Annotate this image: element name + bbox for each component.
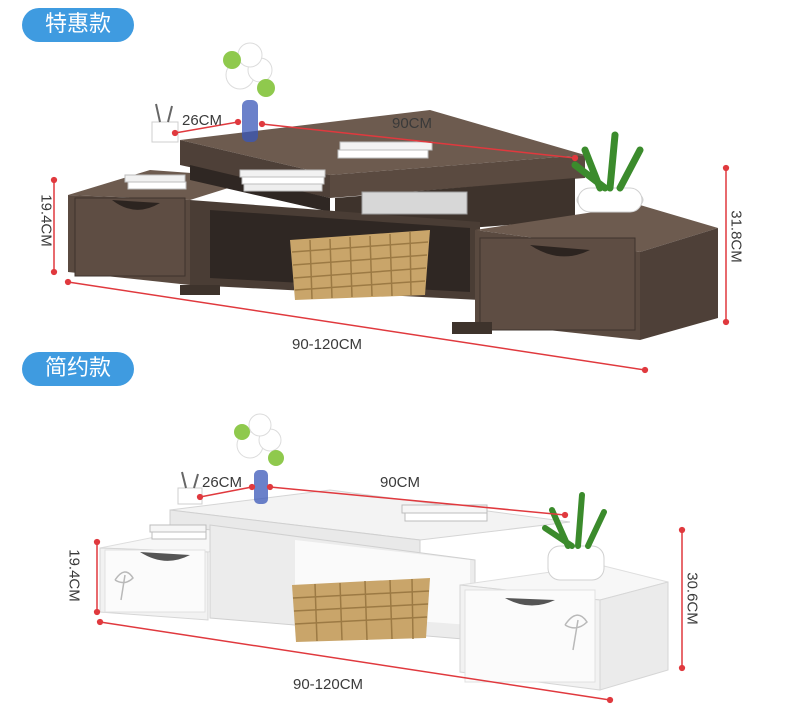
dark-depth-label: 26CM (182, 112, 223, 129)
dark-tv-stand (68, 42, 718, 340)
white-dimensions (93, 483, 686, 704)
dark-total-height-label: 31.8CM (727, 210, 745, 263)
white-depth-label: 26CM (202, 474, 243, 491)
white-tv-stand (99, 413, 669, 691)
white-extend-width-label: 90-120CM (293, 676, 364, 693)
dark-dimensions (50, 118, 730, 374)
dark-top-width-label: 90CM (392, 115, 433, 132)
white-side-height-label: 19.4CM (65, 549, 83, 602)
white-top-width-label: 90CM (380, 474, 421, 491)
badge-special: 特惠款 (22, 8, 134, 42)
white-total-height-label: 30.6CM (683, 572, 701, 625)
dark-extend-width-label: 90-120CM (292, 336, 363, 353)
dark-side-height-label: 19.4CM (37, 194, 55, 247)
